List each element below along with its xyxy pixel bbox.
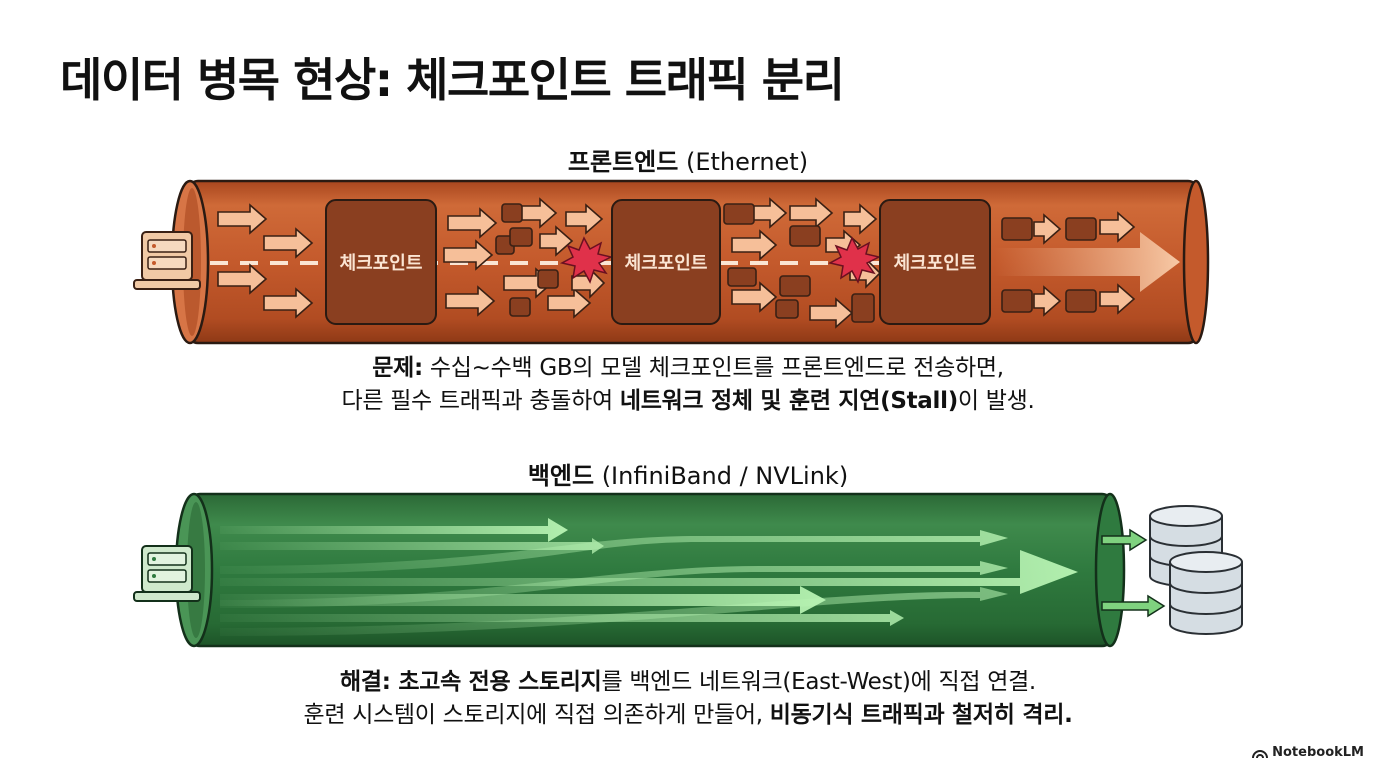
frontend-label: 프론트엔드 (Ethernet) [0,142,1376,177]
frontend-traffic-arrows [217,197,1136,329]
checkpoint-label: 체크포인트 [625,253,708,274]
frontend-label-rest: (Ethernet) [678,148,809,176]
collision-burst-icon [559,236,882,284]
checkpoint-label: 체크포인트 [894,253,977,274]
frontend-caption-text: 다른 필수 트래픽과 충돌하여 [341,388,620,414]
checkpoint-blocks: 체크포인트 체크포인트 체크포인트 [325,199,991,325]
notebooklm-logo-icon [1252,749,1269,758]
solution-heading: 해결: 초고속 전용 스토리지 [340,669,602,695]
notebooklm-brand: NotebookLM [1252,745,1364,760]
frontend-data-packets [495,203,1097,323]
backend-caption: 해결: 초고속 전용 스토리지를 백엔드 네트워크(East-West)에 직접… [0,666,1376,732]
frontend-caption-text: 수십~수백 GB의 모델 체크포인트를 프론트엔드로 전송하면, [422,355,1004,381]
frontend-caption-emphasis: 네트워크 정체 및 훈련 지연(Stall) [619,388,958,414]
frontend-caption-text: 이 발생. [957,388,1035,414]
frontend-caption-line-2: 다른 필수 트래픽과 충돌하여 네트워크 정체 및 훈련 지연(Stall)이 … [0,385,1376,418]
backend-caption-line-2: 훈련 시스템이 스토리지에 직접 의존하게 만들어, 비동기식 트래픽과 철저히… [0,699,1376,732]
checkpoint-label: 체크포인트 [340,253,423,274]
backend-caption-text: 훈련 시스템이 스토리지에 직접 의존하게 만들어, [303,702,770,728]
frontend-label-bold: 프론트엔드 [567,148,679,176]
backend-label: 백엔드 (InfiniBand / NVLink) [0,456,1376,491]
brand-label: NotebookLM [1272,745,1364,760]
backend-caption-text: 를 백엔드 네트워크(East-West)에 직접 연결. [601,669,1037,695]
frontend-server-icon [133,231,201,290]
frontend-caption: 문제: 수십~수백 GB의 모델 체크포인트를 프론트엔드로 전송하면, 다른 … [0,352,1376,418]
backend-label-rest: (InfiniBand / NVLink) [594,462,849,490]
backend-label-bold: 백엔드 [527,462,595,490]
backend-caption-line-1: 해결: 초고속 전용 스토리지를 백엔드 네트워크(East-West)에 직접… [0,666,1376,699]
frontend-caption-line-1: 문제: 수십~수백 GB의 모델 체크포인트를 프론트엔드로 전송하면, [0,352,1376,385]
backend-server-icon [133,545,201,602]
storage-link-arrows [1101,528,1166,618]
backend-traffic-flows [220,518,1078,636]
backend-caption-emphasis: 비동기식 트래픽과 철저히 격리. [769,702,1073,728]
frontend-output-arrow [995,232,1180,292]
storage-database-icon [1169,551,1243,635]
problem-heading: 문제: [372,355,423,381]
page-title: 데이터 병목 현상: 체크포인트 트래픽 분리 [60,53,845,107]
